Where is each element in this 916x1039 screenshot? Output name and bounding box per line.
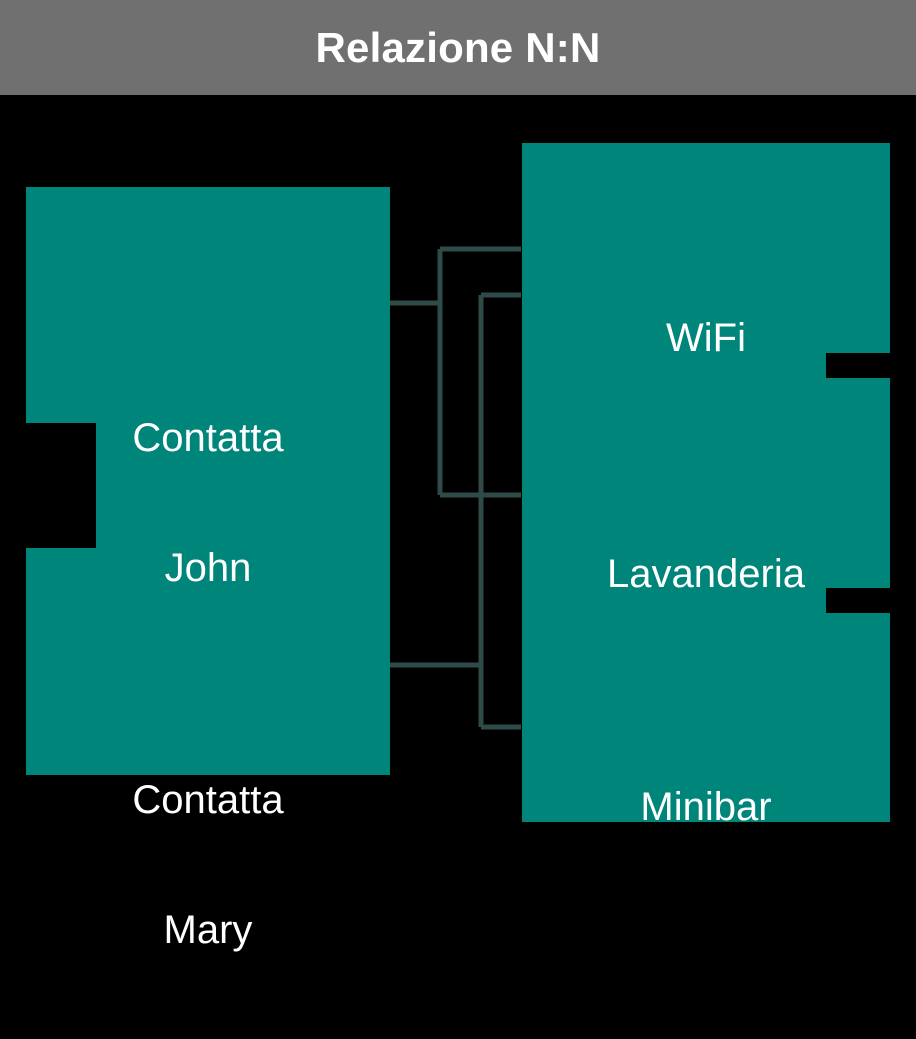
slide-canvas: Relazione N:N <box>0 0 916 952</box>
node-label-line-2: Mary <box>163 907 253 952</box>
relationship-diagram: Contatta John Contatta Mary WiFi Lavande… <box>0 95 916 952</box>
slide-header: Relazione N:N <box>0 0 916 95</box>
node-shape-contacts-group[interactable] <box>26 187 390 775</box>
diagram-shapes <box>26 143 890 822</box>
node-shape-services-group[interactable] <box>522 143 890 822</box>
page-title: Relazione N:N <box>315 23 601 71</box>
connector-group <box>390 246 521 730</box>
